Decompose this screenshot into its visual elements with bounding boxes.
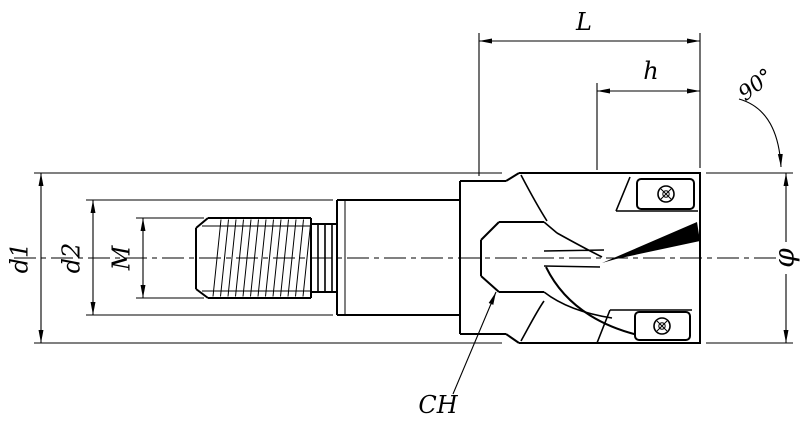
- dimension-cutting-diameter: φ: [706, 172, 800, 344]
- dimension-d1-extension-lines: [34, 172, 502, 344]
- body-outline: [336, 181, 461, 334]
- insert-top-screw: [657, 185, 675, 203]
- dimension-phi-extension-lines: [706, 172, 793, 344]
- insert-top: [636, 178, 695, 210]
- head-outline: [519, 172, 701, 344]
- chamfer-leader-line: [452, 291, 497, 395]
- thread-outline: [195, 217, 312, 299]
- insert-top-screw-socket: [662, 190, 670, 198]
- insert-top-screw-drive-icon: [660, 188, 672, 200]
- dimension-flange-diameter: d1: [6, 172, 502, 344]
- chamfer-label: CH: [418, 391, 458, 419]
- insert-bottom: [634, 311, 691, 341]
- threaded-shank: [195, 217, 337, 299]
- dimension-cutting-depth: h: [596, 57, 700, 170]
- cutter-head: [480, 172, 701, 344]
- flange-outline: [460, 172, 520, 344]
- dimension-shank-diameter: d2: [58, 199, 333, 316]
- dimension-corner-angle: 90°: [734, 64, 783, 168]
- relief-groove-rings: [317, 224, 333, 292]
- insert-pockets: [596, 176, 698, 344]
- chamfer-callout: CH: [418, 291, 497, 419]
- dimension-phi-label: φ: [768, 248, 800, 268]
- flute-edges: [520, 174, 605, 342]
- angle-leader-arc: [738, 98, 783, 168]
- neck-clamp-feature: [480, 221, 544, 293]
- dimension-L-extension-lines: [478, 33, 701, 176]
- dimension-M-extension-lines: [136, 217, 204, 299]
- insert-bottom-screw-drive-icon: [656, 320, 668, 332]
- chip-gullet-inner-curve: [543, 291, 613, 319]
- insert-bottom-screw: [653, 317, 671, 335]
- side-cutting-insert: [602, 222, 700, 263]
- dimension-overall-length: L: [478, 8, 701, 176]
- dimension-h-label: h: [643, 57, 658, 85]
- dimension-L-label: L: [575, 8, 592, 36]
- insert-bottom-screw-socket: [658, 322, 666, 330]
- shank-body: [336, 172, 520, 344]
- dimension-d1-label: d1: [6, 243, 34, 274]
- dimension-thread-size: M: [108, 217, 204, 299]
- dimension-M-label: M: [108, 244, 136, 271]
- dimension-d2-extension-lines: [86, 199, 333, 316]
- dimension-d2-label: d2: [58, 243, 86, 274]
- thread-hatching: [212, 219, 312, 297]
